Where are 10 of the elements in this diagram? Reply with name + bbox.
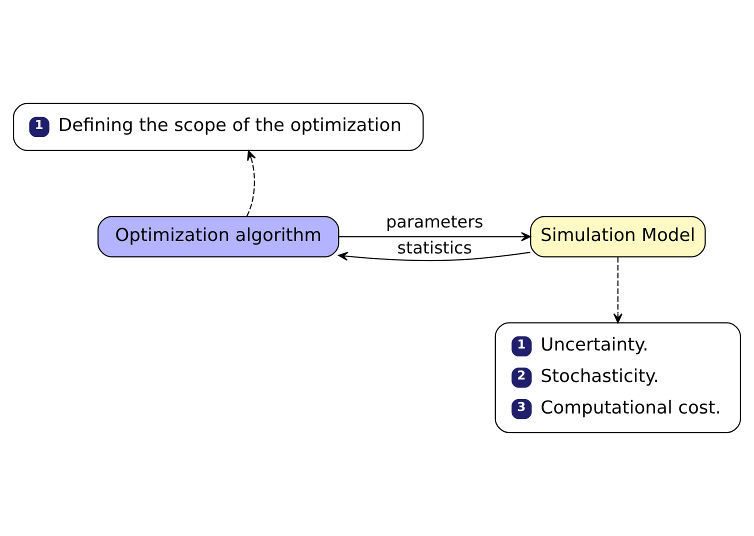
node-box: Simulation Model — [530, 216, 706, 258]
arrow — [338, 252, 530, 262]
edge-label: parameters — [386, 212, 484, 232]
edge-label: statistics — [397, 237, 472, 258]
node-box: 1 Uncertainty. 2 Stochasticity. 3 Computational cost. — [494, 322, 742, 434]
arrow — [246, 150, 256, 217]
arrow — [338, 232, 531, 242]
arrow — [613, 257, 622, 324]
node-box: 1 Defining the scope of the optimization — [12, 102, 424, 152]
node-box: Optimization algorithm — [97, 216, 340, 258]
